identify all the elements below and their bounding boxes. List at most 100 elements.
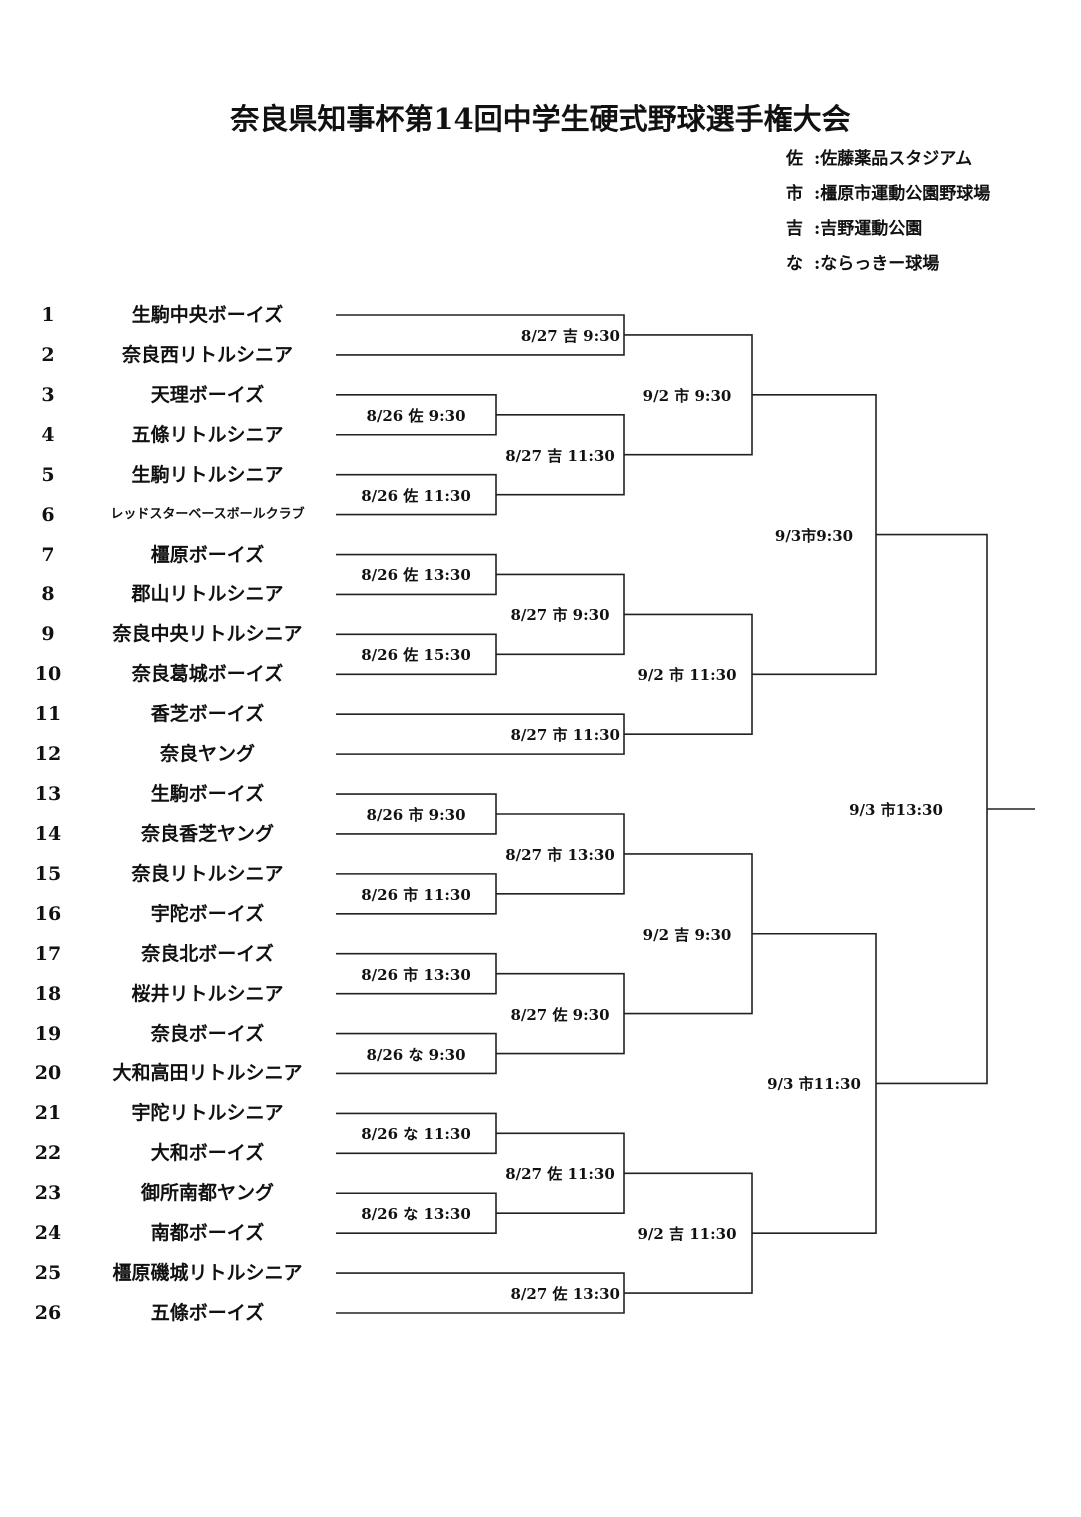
- round2-match-label: 8/27 佐 13:30: [510, 1285, 620, 1304]
- team-seed: 10: [34, 663, 62, 686]
- team-seed: 17: [34, 942, 62, 965]
- team-row: 2 奈良西リトルシニア: [0, 340, 340, 370]
- team-name: 奈良香芝ヤング: [140, 822, 274, 845]
- round3-match-label: 9/2 市 11:30: [637, 666, 737, 685]
- round1-match-label: 8/26 な 9:30: [366, 1045, 466, 1064]
- team-name: 大和高田リトルシニア: [112, 1062, 303, 1085]
- team-name: 奈良リトルシニア: [131, 862, 284, 885]
- team-seed: 7: [41, 543, 55, 566]
- team-row: 23 御所南都ヤング: [0, 1178, 340, 1208]
- team-row: 8 郡山リトルシニア: [0, 579, 340, 609]
- round2-match-label: 8/27 佐 11:30: [505, 1165, 615, 1184]
- team-name: 生駒ボーイズ: [150, 783, 265, 806]
- team-row: 1 生駒中央ボーイズ: [0, 300, 340, 330]
- venue-name: 橿原市運動公園野球場: [820, 184, 991, 204]
- team-name: 宇陀ボーイズ: [150, 902, 265, 925]
- round1-match-label: 8/26 佐 11:30: [361, 486, 471, 505]
- team-row: 19 奈良ボーイズ: [0, 1019, 340, 1049]
- team-name: 五條リトルシニア: [131, 423, 284, 446]
- team-name: 橿原ボーイズ: [150, 543, 265, 566]
- team-name: 大和ボーイズ: [150, 1142, 265, 1165]
- team-row: 12 奈良ヤング: [0, 739, 340, 769]
- team-row: 14 奈良香芝ヤング: [0, 819, 340, 849]
- venue-name: 吉野運動公園: [820, 219, 923, 239]
- legend-separator: :: [814, 254, 821, 274]
- legend-separator: :: [814, 184, 821, 204]
- team-row: 18 桜井リトルシニア: [0, 979, 340, 1009]
- team-seed: 1: [41, 304, 55, 326]
- semifinal-match-label: 9/3 市11:30: [767, 1075, 861, 1094]
- legend-separator: :: [814, 219, 821, 239]
- team-seed: 23: [34, 1182, 62, 1205]
- team-row: 9 奈良中央リトルシニア: [0, 619, 340, 649]
- team-seed: 19: [34, 1022, 62, 1045]
- round1-match-label: 8/26 市 13:30: [361, 965, 471, 984]
- round2-match-label: 8/27 吉 9:30: [520, 326, 620, 345]
- team-seed: 5: [41, 463, 55, 486]
- round1-match-label: 8/26 佐 9:30: [366, 406, 466, 425]
- team-seed: 18: [34, 982, 62, 1005]
- team-name: 御所南都ヤング: [140, 1182, 274, 1205]
- round3-match-label: 9/2 吉 11:30: [637, 1225, 737, 1244]
- team-name: 奈良ヤング: [159, 743, 255, 766]
- team-seed: 4: [41, 423, 55, 446]
- team-seed: 6: [41, 503, 55, 526]
- team-seed: 11: [34, 703, 62, 726]
- venue-legend-item: 市:橿原市運動公園野球場: [786, 180, 990, 215]
- team-seed: 16: [34, 902, 62, 925]
- team-row: 16 宇陀ボーイズ: [0, 899, 340, 929]
- team-seed: 13: [34, 783, 62, 806]
- team-name: 香芝ボーイズ: [150, 703, 265, 726]
- team-row: 13 生駒ボーイズ: [0, 779, 340, 809]
- team-seed: 26: [34, 1302, 62, 1324]
- team-name: 奈良北ボーイズ: [141, 942, 274, 965]
- round1-match-label: 8/26 市 9:30: [366, 806, 466, 824]
- venue-key: 佐: [786, 149, 803, 169]
- round1-match-label: 8/26 佐 15:30: [361, 646, 471, 665]
- round2-match-label: 8/27 佐 9:30: [510, 1005, 610, 1024]
- round1-match-label: 8/26 な 11:30: [361, 1125, 471, 1144]
- team-seed: 3: [41, 383, 55, 406]
- team-name: 南都ボーイズ: [150, 1222, 265, 1245]
- team-name: 五條ボーイズ: [150, 1302, 265, 1324]
- final-match-label: 9/3 市13:30: [849, 801, 943, 819]
- team-seed: 21: [34, 1102, 62, 1125]
- team-name: 郡山リトルシニア: [131, 583, 284, 606]
- team-name: 奈良中央リトルシニア: [112, 623, 303, 646]
- team-row: 4 五條リトルシニア: [0, 420, 340, 450]
- team-name: 奈良ボーイズ: [150, 1022, 265, 1045]
- round2-match-label: 8/27 市 13:30: [505, 845, 615, 864]
- team-row: 25 橿原磯城リトルシニア: [0, 1258, 340, 1288]
- venue-key: 吉: [786, 219, 803, 239]
- team-row: 24 南都ボーイズ: [0, 1218, 340, 1248]
- team-seed: 14: [34, 822, 62, 845]
- round2-match-label: 8/27 吉 11:30: [505, 446, 615, 465]
- round2-match-label: 8/27 市 11:30: [510, 726, 620, 745]
- team-seed: 2: [41, 343, 55, 366]
- team-name: 桜井リトルシニア: [131, 982, 284, 1005]
- venue-name: ならっきー球場: [820, 254, 940, 274]
- team-row: 26 五條ボーイズ: [0, 1298, 340, 1328]
- team-seed: 8: [41, 583, 55, 606]
- team-name: 奈良西リトルシニア: [121, 343, 293, 366]
- round3-match-label: 9/2 市 9:30: [642, 386, 732, 405]
- team-seed: 9: [41, 623, 55, 646]
- team-name: 生駒中央ボーイズ: [131, 304, 284, 326]
- venue-legend-item: 吉:吉野運動公園: [786, 215, 990, 250]
- legend-separator: :: [814, 149, 821, 169]
- semifinal-match-label: 9/3市9:30: [774, 526, 854, 545]
- team-seed: 25: [34, 1262, 62, 1285]
- venue-legend-item: 佐:佐藤薬品スタジアム: [786, 145, 990, 180]
- team-name: 橿原磯城リトルシニア: [112, 1262, 303, 1285]
- round1-match-label: 8/26 市 11:30: [361, 885, 471, 904]
- team-seed: 12: [34, 743, 62, 766]
- team-seed: 24: [34, 1222, 62, 1245]
